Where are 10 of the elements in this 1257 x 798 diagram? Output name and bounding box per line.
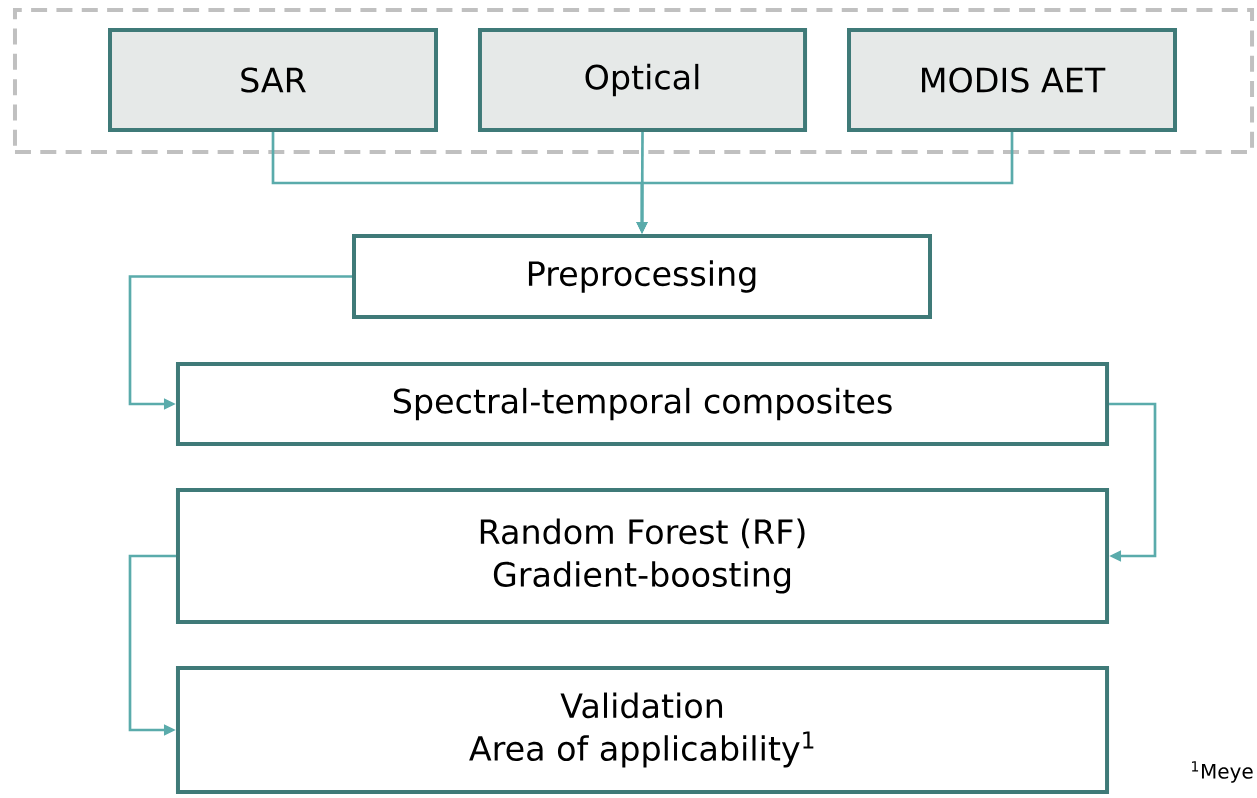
footnote: $^{1}$Meye [1192, 761, 1253, 783]
arrow [1109, 402, 1157, 562]
group-frame [12, 8, 1255, 154]
process-box: Optical [478, 28, 808, 132]
process-box: Preprocessing [352, 233, 932, 320]
process-box: Random Forest (RF) Gradient-boosting [175, 488, 1110, 624]
process-box: MODIS AET [847, 28, 1177, 132]
process-box: Spectral-temporal composites [175, 362, 1110, 446]
process-box: SAR [108, 28, 438, 132]
process-box: Validation Area of applicability$^{1}$ [175, 666, 1110, 794]
